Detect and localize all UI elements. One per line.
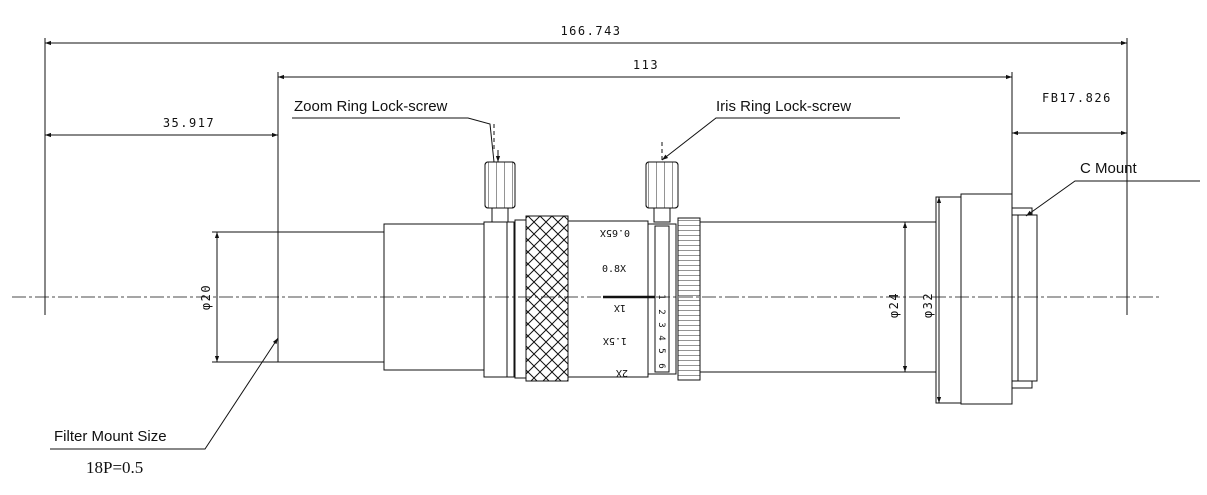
iris-mark-0: 1 <box>656 294 666 299</box>
zoom-lock-screw <box>484 161 516 223</box>
zoom-mark-0: 0.65X <box>600 227 630 238</box>
iris-scale-strip <box>654 225 670 373</box>
iris-ring <box>677 217 701 381</box>
c-mount-leader <box>1025 180 1200 217</box>
iris-collar <box>647 223 677 375</box>
iris-lock-screw <box>645 161 679 223</box>
rear-flange <box>960 193 1013 405</box>
zoom-mark-1: 0.8X <box>602 264 626 275</box>
zoom-lock-label: Zoom Ring Lock-screw <box>294 98 448 115</box>
filter-thread-label: 18P=0.5 <box>86 458 143 477</box>
iris-mark-3: 4 <box>656 335 666 340</box>
zoom-mark-2: 1X <box>614 302 626 313</box>
zoom-scale: 0.65X 0.8X 1X 1.5X 2X <box>600 227 630 378</box>
iris-mark-1: 2 <box>656 309 666 314</box>
filter-diameter-value: φ20 <box>199 284 213 310</box>
zoom-scale-barrel <box>567 220 649 378</box>
zoom-mark-4: 2X <box>616 367 628 378</box>
body-length-value: 113 <box>633 58 659 72</box>
iris-lock-leader <box>661 117 900 161</box>
front-offset-value: 35.917 <box>163 116 215 130</box>
c-mount-thread <box>1011 214 1038 382</box>
zoom-collar <box>483 221 515 378</box>
iris-scale: 1 2 3 4 5 6 <box>656 294 666 368</box>
iris-mark-4: 5 <box>656 348 666 353</box>
filter-mount-label: Filter Mount Size <box>54 428 167 445</box>
iris-lock-label: Iris Ring Lock-screw <box>716 98 851 115</box>
zoom-mark-3: 1.5X <box>603 335 627 346</box>
iris-mark-5: 6 <box>656 363 666 368</box>
zoom-lock-leader <box>292 117 495 163</box>
rear-step <box>935 196 962 404</box>
zoom-ring-collar <box>514 219 527 379</box>
iris-mark-2: 3 <box>656 322 666 327</box>
mount-diameter-value: φ32 <box>921 292 935 318</box>
c-mount-label: C Mount <box>1080 160 1138 177</box>
zoom-ring <box>525 215 569 382</box>
filter-mount-leader <box>50 337 279 450</box>
body-diameter-value: φ24 <box>887 292 901 318</box>
overall-length-value: 166.743 <box>560 24 621 38</box>
flange-back-value: FB17.826 <box>1042 91 1112 105</box>
